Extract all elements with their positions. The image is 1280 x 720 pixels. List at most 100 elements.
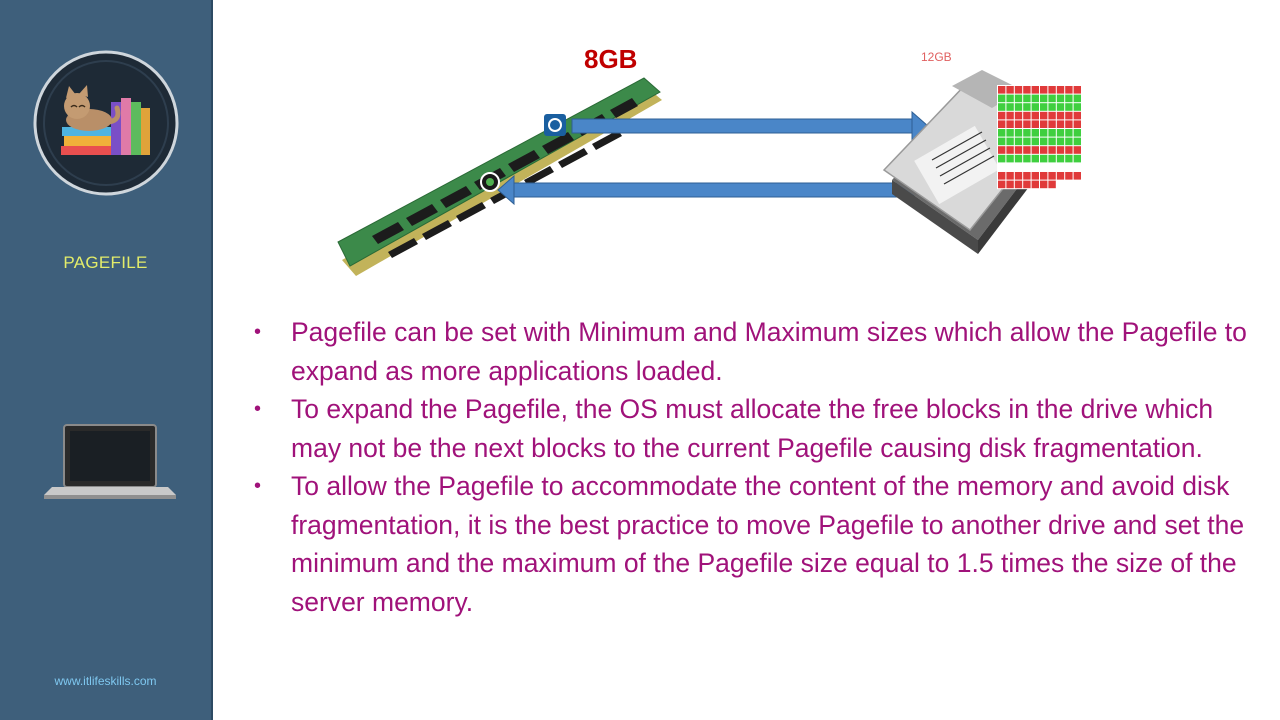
disk-block (1048, 154, 1056, 163)
section-label: PAGEFILE (63, 253, 148, 272)
disk-block (1040, 120, 1048, 128)
disk-block (1023, 172, 1031, 180)
arrow-disk-to-ram (497, 174, 915, 206)
disk-block (1023, 94, 1031, 103)
disk-block (1023, 180, 1031, 189)
disk-block (1040, 154, 1048, 163)
disk-block (1031, 86, 1039, 94)
website-link[interactable]: www.itlifeskills.com (54, 674, 157, 688)
disk-block (1014, 111, 1023, 120)
pagefile-diagram (337, 70, 1082, 276)
disk-block (1040, 163, 1048, 171)
disk-block (1065, 163, 1073, 171)
disk-block (1031, 129, 1039, 137)
disk-block (1073, 94, 1081, 103)
disk-block (998, 86, 1006, 94)
disk-block (1006, 111, 1014, 120)
disk-block (1031, 146, 1039, 154)
disk-block (1056, 111, 1065, 120)
disk-block (1014, 180, 1023, 189)
disk-block (1073, 172, 1081, 180)
disk-block (1056, 146, 1065, 154)
disk-block (1023, 120, 1031, 128)
disk-block (1023, 111, 1031, 120)
disk-block (1056, 129, 1065, 137)
bullet-item: •Pagefile can be set with Minimum and Ma… (254, 313, 1264, 390)
arrow-ram-to-disk (571, 110, 929, 142)
bullet-icon: • (254, 398, 262, 420)
disk-block (1014, 172, 1023, 180)
disk-block (1014, 154, 1023, 163)
disk-block (1031, 120, 1039, 128)
disk-block (1006, 103, 1014, 111)
disk-block (1040, 94, 1048, 103)
disk-block (1056, 163, 1065, 171)
disk-block (1006, 120, 1014, 128)
disk-block (1014, 137, 1023, 146)
disk-block (1031, 94, 1039, 103)
disk-block (1006, 86, 1014, 94)
disk-block (998, 129, 1006, 137)
disk-block (1040, 172, 1048, 180)
disk-block (1014, 120, 1023, 128)
disk-block (1056, 137, 1065, 146)
disk-block (1014, 129, 1023, 137)
disk-block (1031, 163, 1039, 171)
disk-block (1006, 146, 1014, 154)
disk-block (1040, 103, 1048, 111)
disk-block (1040, 111, 1048, 120)
disk-block (1048, 129, 1056, 137)
disk-block (1073, 129, 1081, 137)
disk-block (1056, 103, 1065, 111)
disk-block (1065, 86, 1073, 94)
disk-block (1031, 111, 1039, 120)
disk-block (1056, 94, 1065, 103)
disk-block (1073, 111, 1081, 120)
disk-block (1056, 172, 1065, 180)
disk-block (1065, 120, 1073, 128)
disk-block (1056, 180, 1065, 189)
disk-block (1048, 120, 1056, 128)
disk-block (998, 137, 1006, 146)
disk-block (1073, 86, 1081, 94)
slide-content: 8GB 12GB (212, 0, 1280, 720)
disk-block (1065, 129, 1073, 137)
disk-block (1048, 86, 1056, 94)
disk-block (1023, 163, 1031, 171)
disk-block (1006, 172, 1014, 180)
disk-block (1014, 94, 1023, 103)
disk-block-grid (997, 85, 1082, 190)
disk-block (1014, 163, 1023, 171)
disk-block (1073, 180, 1081, 189)
disk-block (1073, 154, 1081, 163)
disk-block (1048, 146, 1056, 154)
disk-block (1073, 120, 1081, 128)
disk-block (1006, 163, 1014, 171)
disk-block (1056, 154, 1065, 163)
disk-block (998, 154, 1006, 163)
disk-block (1031, 103, 1039, 111)
disk-block (1048, 180, 1056, 189)
disk-block (998, 146, 1006, 154)
disk-block (1040, 137, 1048, 146)
disk-block (998, 163, 1006, 171)
disk-block (998, 180, 1006, 189)
disk-block (1023, 129, 1031, 137)
disk-block (1023, 86, 1031, 94)
disk-block (1065, 146, 1073, 154)
ram-size-label: 8GB (584, 44, 638, 74)
disk-block (1031, 180, 1039, 189)
disk-block (998, 172, 1006, 180)
disk-block (998, 120, 1006, 128)
disk-block (1040, 129, 1048, 137)
disk-block (998, 111, 1006, 120)
disk-block (1065, 154, 1073, 163)
disk-block (1073, 163, 1081, 171)
disk-block (1031, 154, 1039, 163)
disk-block (1040, 146, 1048, 154)
disk-block (1065, 137, 1073, 146)
disk-block (1023, 154, 1031, 163)
disk-block (1048, 103, 1056, 111)
cat-on-books-icon (33, 50, 179, 196)
disk-block (1073, 103, 1081, 111)
